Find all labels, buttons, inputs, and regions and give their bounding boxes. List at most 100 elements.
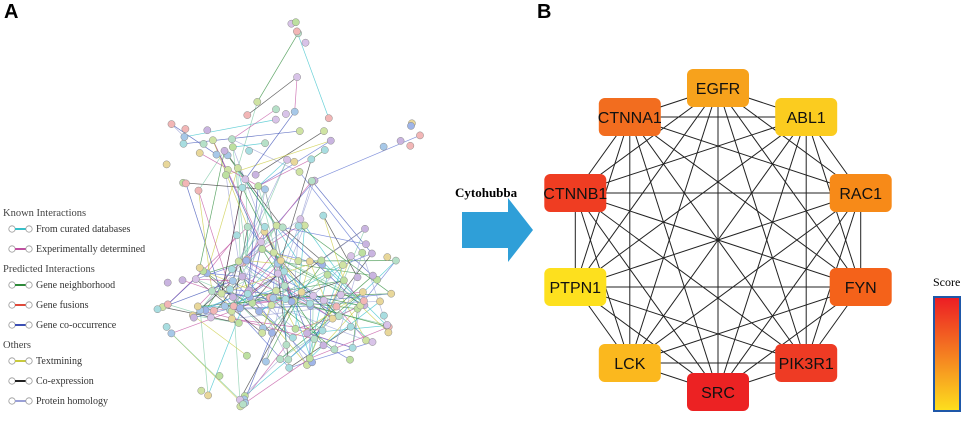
network-edge [338,260,397,317]
network-node [260,222,269,231]
network-edge [282,227,367,245]
network-node [383,253,392,261]
network-edge [199,310,209,396]
network-node [209,136,217,145]
network-node [324,114,333,123]
network-edge [300,219,345,281]
network-node [293,27,301,36]
network-node [272,286,280,295]
legend-item: From curated databases [8,224,131,235]
network-node [296,215,305,224]
hub-node-label: CTNNA1 [598,110,662,127]
network-edge [206,272,243,277]
network-node [396,137,405,145]
network-node [271,115,280,124]
network-edge [249,280,344,298]
legend-node-icon [8,225,16,233]
network-node [268,328,276,337]
network-node [336,290,345,299]
network-node [347,252,355,260]
network-node [280,281,289,290]
legend-node-icon [25,377,33,385]
network-edge [195,278,263,334]
score-label: Score [933,275,960,289]
network-node [295,127,304,135]
network-edge [295,225,306,329]
panel-b-letter: B [537,1,551,23]
network-node [319,296,328,305]
network-edge [309,326,389,359]
network-node [272,105,280,114]
hub-node-fyn: FYN [829,268,892,306]
hub-node-label: EGFR [696,81,740,98]
hub-edge [629,286,861,364]
network-node [243,111,252,119]
hub-node-box [829,174,892,212]
network-node [294,257,303,265]
network-edge [244,330,323,397]
network-edge [312,264,344,296]
network-node [289,333,297,342]
legend-item: Textmining [8,356,82,367]
network-node [178,276,187,285]
hub-node-ptpn1: PTPN1 [544,268,607,306]
string-network [153,18,424,411]
network-node [307,155,316,164]
hub-node-label: RAC1 [839,186,882,203]
network-node [379,142,388,151]
network-edge [283,271,373,343]
hub-edge [575,286,807,364]
network-edge [239,189,266,263]
legend-node-icon [8,245,16,253]
hub-node-box [598,98,661,136]
legend-node-icon [8,281,16,289]
network-edge [269,297,335,350]
hub-node-box [687,69,749,107]
network-node [238,272,247,281]
network-edge [247,189,266,294]
network-node [290,157,299,166]
network-edge [239,262,323,331]
network-node [305,354,314,363]
legend-node-icon [25,321,33,329]
network-node [261,139,269,148]
network-edge [242,180,315,263]
network-edge [242,358,310,406]
network-node [243,223,252,231]
network-node [229,293,237,301]
network-node [269,248,278,257]
network-edge [171,123,217,155]
network-node [387,289,396,298]
network-node [226,285,234,294]
legend-heading: Predicted Interactions [3,264,95,275]
legend-node-icon [8,321,16,329]
network-node [180,133,189,141]
network-edge [232,296,264,329]
network-node [203,126,212,135]
legend-item-label: Co-expression [36,376,94,387]
network-node [199,140,208,148]
network-node [153,305,162,314]
hub-node-box [775,344,838,382]
network-node [308,177,316,185]
network-node [234,319,243,327]
network-edge [231,225,306,312]
network-edge [246,260,278,264]
hub-edge [717,192,862,393]
network-node [163,300,172,309]
network-node [179,139,188,148]
network-edge [237,167,241,263]
network-edge [252,273,279,304]
hub-node-label: ABL1 [787,110,826,127]
network-node [278,223,287,232]
hub-edge [574,87,719,288]
network-node [233,164,242,172]
network-node [254,182,263,190]
network-edge [289,326,351,369]
network-node [318,326,327,335]
network-node [309,291,318,300]
network-edge [280,159,312,261]
network-edge [342,253,373,266]
network-node [362,240,370,249]
